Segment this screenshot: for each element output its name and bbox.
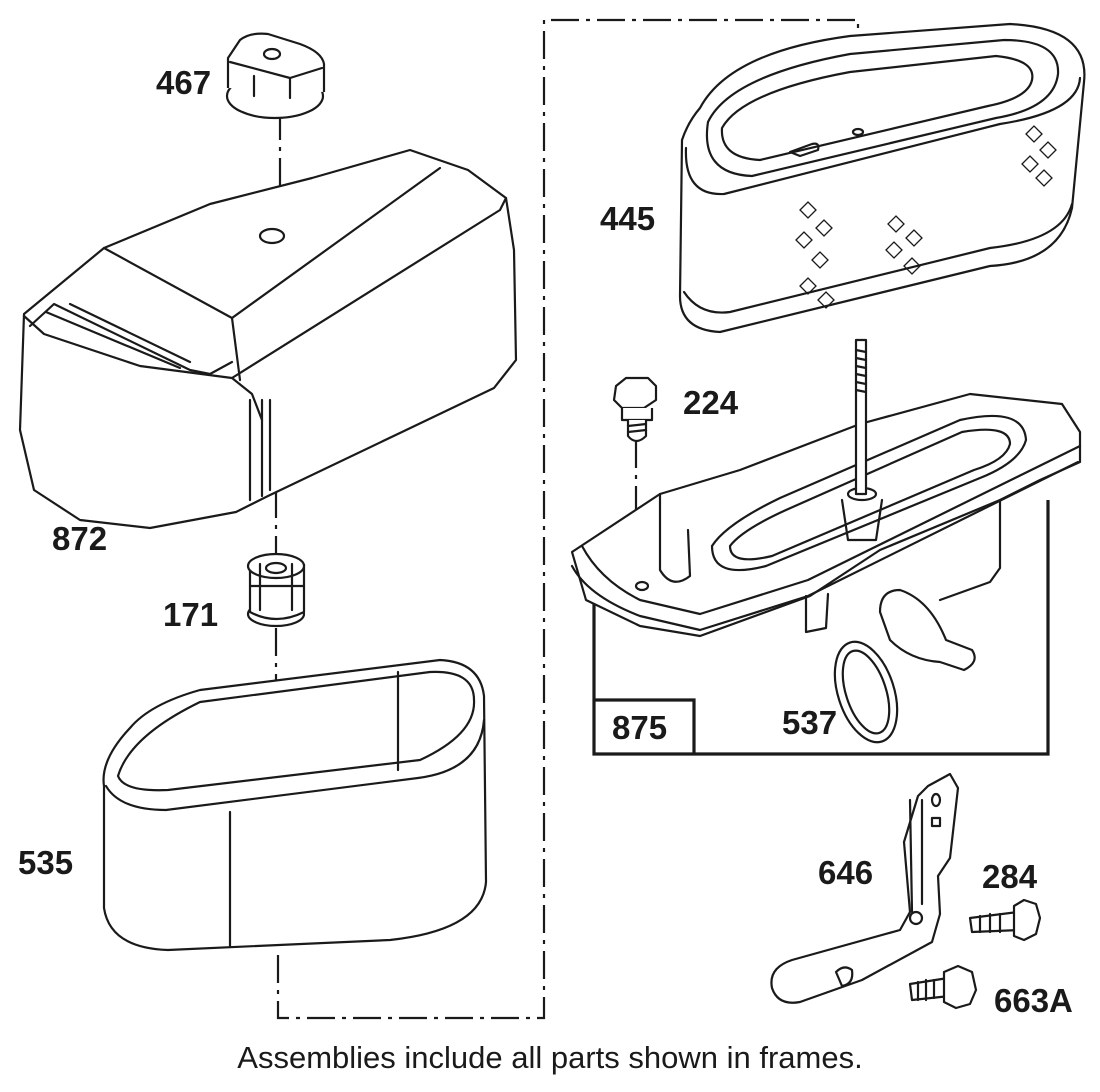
label-224: 224 bbox=[683, 384, 739, 421]
part-467-knob bbox=[225, 32, 326, 120]
label-box-875 bbox=[594, 698, 696, 754]
part-872-cover bbox=[18, 148, 518, 530]
assembly-frame-875 bbox=[592, 500, 1050, 756]
label-537: 537 bbox=[782, 704, 838, 741]
part-663a-bolt bbox=[908, 964, 978, 1010]
part-875-frame bbox=[592, 500, 1050, 756]
part-224-bolt bbox=[612, 376, 658, 443]
part-537-gasket bbox=[833, 640, 899, 744]
label-284: 284 bbox=[982, 858, 1038, 895]
label-171: 171 bbox=[163, 596, 219, 633]
label-646: 646 bbox=[818, 854, 874, 891]
label-535: 535 bbox=[18, 844, 74, 881]
part-171-grommet bbox=[246, 552, 306, 628]
part-535-precleaner bbox=[102, 658, 488, 952]
label-467: 467 bbox=[156, 64, 212, 101]
part-875-base bbox=[570, 338, 1082, 672]
part-445-air-filter bbox=[678, 22, 1086, 334]
label-445: 445 bbox=[600, 200, 656, 237]
label-663a: 663A bbox=[994, 982, 1073, 1019]
label-875: 875 bbox=[612, 709, 668, 746]
diagram-caption: Assemblies include all parts shown in fr… bbox=[237, 1040, 863, 1075]
part-284-screw bbox=[968, 898, 1042, 942]
part-646-bracket bbox=[770, 772, 960, 1004]
label-872: 872 bbox=[52, 520, 108, 557]
